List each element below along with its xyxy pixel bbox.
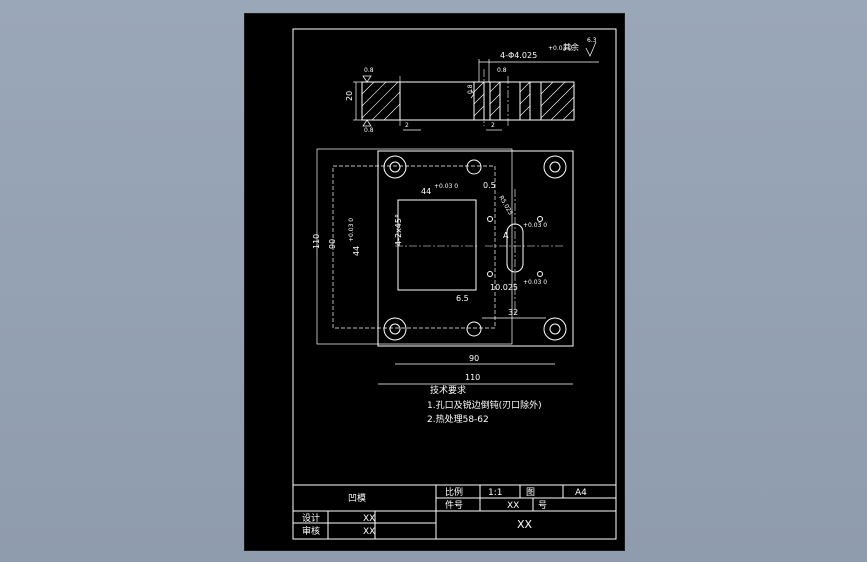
sheet-size: A4 — [575, 488, 587, 498]
roughness-hole-icon — [470, 89, 475, 99]
technical-notes: 技术要求 1.孔口及锐边倒钝(刃口除外) 2.热处理58-62 — [427, 384, 542, 425]
dim-square-w-tol: +0.03 0 — [434, 183, 458, 190]
dim-hole-pitch-y: 90 — [328, 239, 337, 249]
roughness-rest-icon — [585, 41, 597, 57]
roughness-rest-value: 6.3 — [587, 37, 597, 44]
drawing-number: XX — [517, 518, 533, 531]
square-cavity — [397, 199, 477, 291]
plate-outline — [377, 150, 574, 347]
title-block: 凹模 比例 1:1 图 A4 件号 XX 号 设计 XX 审核 XX XX — [292, 484, 617, 540]
roughness-rest-label: 其余 — [563, 42, 579, 52]
designer-label: 设计 — [302, 512, 320, 524]
dim-slot: 10.025 — [490, 283, 518, 292]
dim-6-5: 6.5 — [456, 294, 469, 303]
dim-hole-pitch-x: 90 — [469, 354, 479, 363]
part-no-suffix: 号 — [538, 500, 547, 511]
dim-32: 32 — [508, 308, 518, 317]
notes-line1: 1.孔口及锐边倒钝(刃口除外) — [427, 399, 542, 411]
corner-hole-br — [543, 317, 567, 341]
dim-square-h: 44 — [352, 246, 361, 256]
dim-r-tol: +0.03 0 — [523, 222, 547, 229]
holes-callout: 4-Φ4.025 — [500, 51, 537, 60]
part-name: 凹模 — [348, 493, 366, 504]
scale-label: 比例 — [445, 486, 463, 498]
bottom-pin-hole — [466, 321, 482, 337]
hatch-right — [540, 81, 575, 121]
dim-slot-tol: +0.03 0 — [523, 279, 547, 286]
part-no-label: 件号 — [445, 499, 463, 511]
dim-square-h-tol: +0.03 0 — [348, 218, 355, 242]
roughness-mid: 0.8 — [497, 67, 507, 74]
overall-dim-box — [316, 148, 513, 345]
checker-value: XX — [363, 527, 375, 537]
part-no-value: XX — [507, 501, 519, 511]
hatch-left — [361, 81, 401, 121]
dim-chamfer: 4-2x45° — [394, 214, 403, 246]
roughness-top: 0.8 — [364, 67, 374, 74]
roughness-hole: 0.8 — [467, 84, 474, 94]
dim-2a: 2 — [405, 122, 409, 129]
dim-2b: 2 — [491, 122, 495, 129]
slot — [506, 223, 524, 273]
notes-line2: 2.热处理58-62 — [427, 413, 489, 425]
dim-overall-height: 110 — [312, 234, 321, 249]
checker-label: 审核 — [302, 525, 320, 537]
hole-pitch-box — [332, 165, 496, 329]
designer-value: XX — [363, 514, 375, 524]
dim-thickness: 20 — [345, 91, 354, 101]
dim-overall-width: 110 — [465, 373, 480, 382]
scale-value: 1:1 — [488, 488, 502, 498]
cad-drawing: 20 0.8 0.8 0.8 0.8 2 2 4-Φ4.025 +0.03 0 … — [292, 28, 617, 540]
corner-hole-tl — [383, 155, 407, 179]
holes-tol: +0.03 0 — [548, 45, 572, 52]
section-view: 20 0.8 0.8 0.8 0.8 2 2 4-Φ4.025 +0.03 0 … — [345, 37, 599, 134]
notes-heading: 技术要求 — [430, 384, 466, 396]
corner-hole-tr — [543, 155, 567, 179]
drawing-frame — [292, 28, 617, 540]
dim-square-w: 44 — [421, 187, 431, 196]
dim-r: R5.025 — [497, 195, 514, 217]
drawing-label: 图 — [526, 487, 535, 498]
section-label: A — [503, 231, 509, 240]
roughness-bottom: 0.8 — [364, 127, 374, 134]
plan-view: 110 90 110 90 44 +0.03 0 44 +0.03 0 4-2x… — [312, 148, 574, 385]
roughness-top-icon — [362, 75, 372, 83]
top-pin-hole — [466, 159, 482, 175]
dim-0-5: 0.5 — [483, 181, 496, 190]
roughness-bottom-icon — [362, 119, 372, 127]
corner-hole-bl — [383, 317, 407, 341]
hatch-mid — [473, 81, 531, 121]
drawing-sheet: 20 0.8 0.8 0.8 0.8 2 2 4-Φ4.025 +0.03 0 … — [244, 13, 625, 551]
